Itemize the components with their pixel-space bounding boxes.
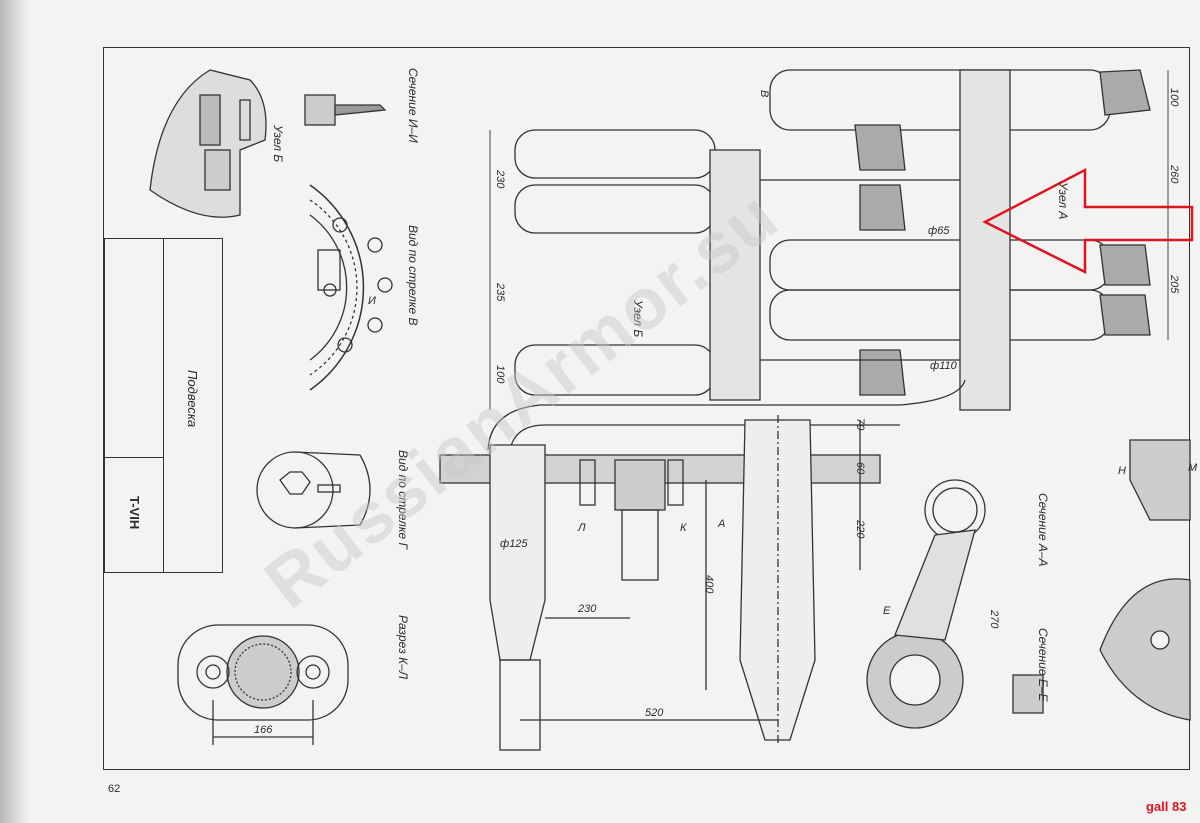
label-node-b-top: Узел Б [271, 125, 285, 163]
title-block-title: Подвеска [185, 370, 200, 428]
marker-a-left: А [718, 518, 726, 530]
label-section-a: Сечение А–А [1036, 493, 1050, 567]
marker-b: В [758, 90, 770, 98]
label-cut-kl: Разрез К–Л [396, 615, 410, 680]
dim-520: 520 [645, 707, 664, 719]
dim-phi65: ф65 [928, 225, 950, 237]
marker-m: М [1188, 462, 1198, 474]
dim-100-right: 100 [1168, 88, 1180, 107]
drawing-frame [103, 47, 1190, 770]
view-g-detail [256, 451, 371, 529]
marker-l: Л [578, 522, 586, 534]
red-highlight-arrow [982, 167, 1194, 275]
label-section-e: Сечение Е–Е [1036, 628, 1050, 702]
title-block-model: T-VIH [127, 496, 142, 530]
label-node-a: Узел А [1056, 182, 1070, 220]
cut-kl-detail [177, 624, 349, 745]
dim-166: 166 [254, 724, 273, 736]
marker-i: И [368, 295, 376, 307]
section-a-crank-arm [866, 479, 1044, 729]
marker-h: Н [1118, 465, 1126, 477]
dim-230: 230 [578, 603, 597, 615]
view-v-flange [309, 184, 393, 391]
dim-220: 220 [854, 520, 866, 539]
hull-plate-axles [439, 415, 881, 751]
title-block-model-cell [104, 457, 164, 573]
node-b-detail [149, 69, 267, 218]
scan-edge-shadow [0, 0, 30, 823]
dim-400: 400 [703, 575, 715, 594]
label-view-arrow-v: Вид по стрелке В [406, 225, 420, 326]
road-wheels [487, 69, 1151, 451]
marker-k: К [680, 522, 687, 534]
section-i-detail [304, 94, 387, 126]
dim-270: 270 [988, 610, 1000, 629]
marker-e: Е [883, 605, 891, 617]
dim-205: 205 [1168, 275, 1180, 294]
label-section-i: Сечение И–И [406, 68, 420, 143]
dimension-lines [489, 70, 1169, 410]
dim-260: 260 [1168, 165, 1180, 184]
dim-230-left: 230 [494, 170, 506, 189]
right-edge-details [1099, 439, 1191, 721]
dim-235: 235 [494, 283, 506, 302]
dim-60: 60 [854, 462, 866, 475]
page-number: 62 [108, 783, 121, 795]
dim-phi110: ф110 [930, 360, 957, 372]
gallery-label: gall 83 [1146, 799, 1187, 814]
dim-phi125: ф125 [500, 538, 528, 550]
dim-70: 70 [854, 418, 866, 431]
